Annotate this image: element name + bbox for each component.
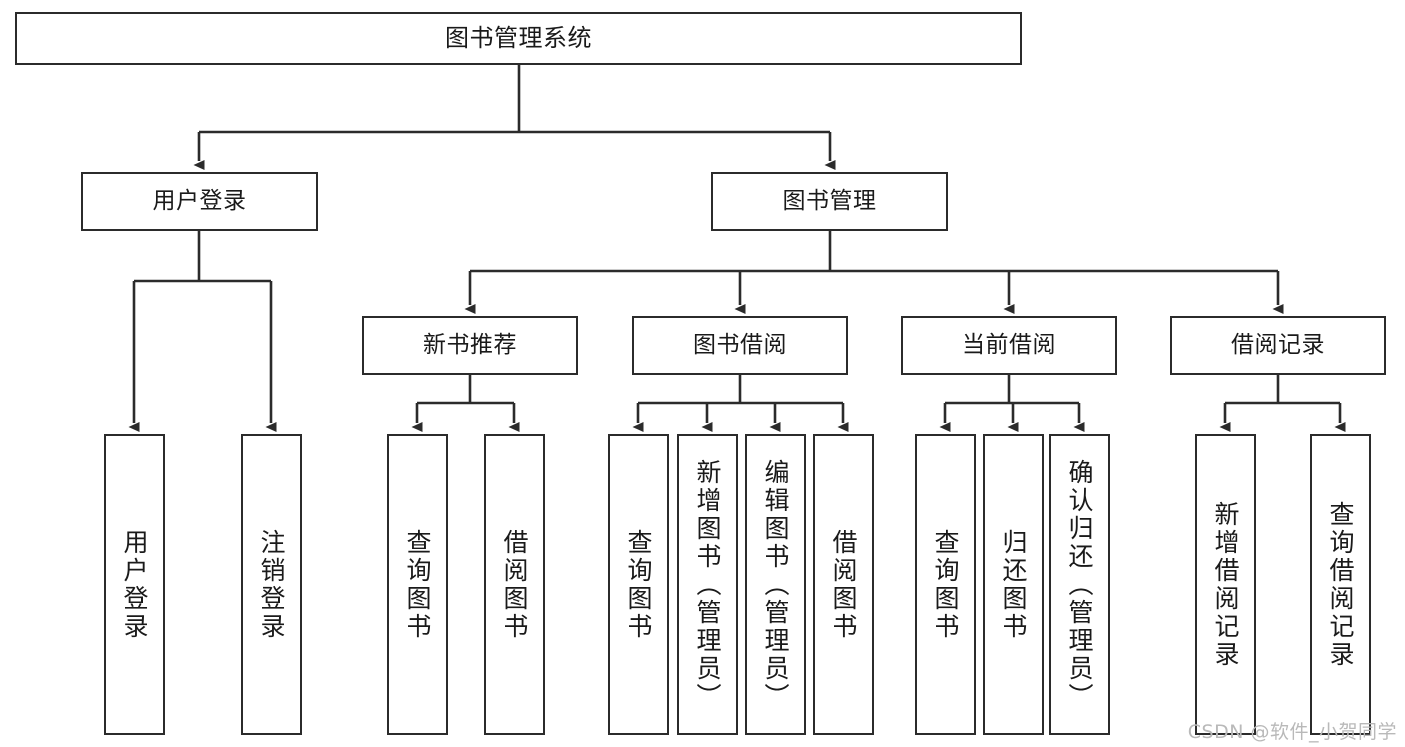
node-leaf-add-book-admin[interactable]: 新增图书（管理员） <box>677 434 738 735</box>
node-label: 图书管理系统 <box>445 24 592 53</box>
node-leaf-add-borrow-record[interactable]: 新增借阅记录 <box>1195 434 1256 735</box>
node-leaf-query-book-2[interactable]: 查询图书 <box>608 434 669 735</box>
node-leaf-edit-book-admin[interactable]: 编辑图书（管理员） <box>745 434 806 735</box>
node-book-borrow[interactable]: 图书借阅 <box>632 316 848 375</box>
node-label: 新增图书（管理员） <box>693 458 722 711</box>
node-leaf-borrow-book-1[interactable]: 借阅图书 <box>484 434 545 735</box>
node-label: 查询图书 <box>624 528 653 641</box>
node-label: 当前借阅 <box>962 331 1056 358</box>
node-label: 用户登录 <box>152 187 247 214</box>
node-label: 归还图书 <box>999 528 1028 641</box>
node-leaf-query-book-3[interactable]: 查询图书 <box>915 434 976 735</box>
node-user-login[interactable]: 用户登录 <box>81 172 318 231</box>
node-leaf-confirm-return-admin[interactable]: 确认归还（管理员） <box>1049 434 1110 735</box>
watermark-text: CSDN @软件_小贺同学 <box>1187 721 1397 743</box>
node-leaf-user-logout[interactable]: 注销登录 <box>241 434 302 735</box>
node-current-borrow[interactable]: 当前借阅 <box>901 316 1117 375</box>
node-borrow-record[interactable]: 借阅记录 <box>1170 316 1386 375</box>
node-leaf-query-borrow-record[interactable]: 查询借阅记录 <box>1310 434 1371 735</box>
node-new-book-recommendation[interactable]: 新书推荐 <box>362 316 578 375</box>
node-label: 借阅图书 <box>500 528 529 641</box>
node-leaf-borrow-book-2[interactable]: 借阅图书 <box>813 434 874 735</box>
node-label: 新增借阅记录 <box>1211 500 1240 669</box>
node-label: 编辑图书（管理员） <box>761 458 790 711</box>
node-label: 用户登录 <box>120 528 149 641</box>
node-label: 查询图书 <box>403 528 432 641</box>
node-label: 借阅图书 <box>829 528 858 641</box>
node-label: 查询借阅记录 <box>1326 500 1355 669</box>
node-label: 确认归还（管理员） <box>1065 458 1094 711</box>
node-leaf-user-login[interactable]: 用户登录 <box>104 434 165 735</box>
node-label: 注销登录 <box>257 528 286 641</box>
node-label: 借阅记录 <box>1231 331 1325 358</box>
node-leaf-return-book[interactable]: 归还图书 <box>983 434 1044 735</box>
node-leaf-query-book-1[interactable]: 查询图书 <box>387 434 448 735</box>
node-label: 查询图书 <box>931 528 960 641</box>
node-label: 新书推荐 <box>423 331 517 358</box>
node-root-book-management-system[interactable]: 图书管理系统 <box>15 12 1022 65</box>
node-book-management[interactable]: 图书管理 <box>711 172 948 231</box>
node-label: 图书管理 <box>782 187 877 214</box>
node-label: 图书借阅 <box>693 331 787 358</box>
